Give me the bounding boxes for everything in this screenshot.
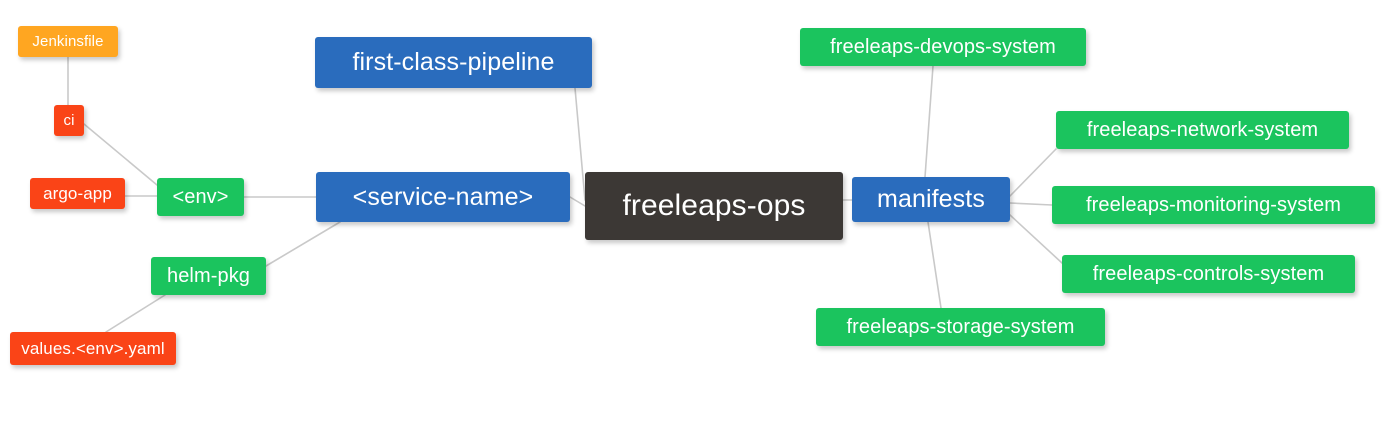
node-label-freeleaps-monitoring-system: freeleaps-monitoring-system	[1085, 194, 1341, 216]
edge-helm-pkg-to-values-env-yaml	[105, 294, 166, 333]
node-label-jenkinsfile: Jenkinsfile	[32, 33, 104, 50]
node-manifests[interactable]: manifests	[852, 177, 1010, 222]
edge-manifests-to-freeleaps-storage-system	[927, 221, 942, 309]
node-label-manifests: manifests	[877, 185, 985, 213]
node-label-freeleaps-network-system: freeleaps-network-system	[1086, 119, 1319, 141]
node-label-service-name: <service-name>	[352, 182, 534, 211]
node-env[interactable]: <env>	[157, 178, 244, 216]
node-label-ci: ci	[63, 112, 75, 129]
node-argo-app[interactable]: argo-app	[30, 178, 125, 209]
node-label-helm-pkg: helm-pkg	[166, 265, 251, 287]
edge-manifests-to-freeleaps-network-system	[1009, 148, 1057, 197]
node-jenkinsfile[interactable]: Jenkinsfile	[18, 26, 118, 57]
edge-freeleaps-ops-to-first-class-pipeline	[574, 87, 586, 201]
node-freeleaps-ops[interactable]: freeleaps-ops	[585, 172, 843, 240]
node-label-values-env-yaml: values.<env>.yaml	[21, 339, 165, 358]
node-label-first-class-pipeline: first-class-pipeline	[352, 48, 555, 76]
node-label-argo-app: argo-app	[43, 184, 112, 203]
edge-manifests-to-freeleaps-monitoring-system	[1009, 202, 1053, 206]
node-service-name[interactable]: <service-name>	[316, 172, 570, 222]
node-freeleaps-network-system[interactable]: freeleaps-network-system	[1056, 111, 1349, 149]
edge-manifests-to-freeleaps-devops-system	[924, 65, 934, 178]
node-freeleaps-devops-system[interactable]: freeleaps-devops-system	[800, 28, 1086, 66]
node-label-freeleaps-controls-system: freeleaps-controls-system	[1092, 263, 1325, 285]
node-label-freeleaps-ops: freeleaps-ops	[622, 189, 806, 222]
node-freeleaps-storage-system[interactable]: freeleaps-storage-system	[816, 308, 1105, 346]
node-first-class-pipeline[interactable]: first-class-pipeline	[315, 37, 592, 88]
edge-freeleaps-ops-to-service-name	[569, 196, 586, 207]
edge-service-name-to-helm-pkg	[265, 221, 341, 267]
node-freeleaps-controls-system[interactable]: freeleaps-controls-system	[1062, 255, 1355, 293]
node-helm-pkg[interactable]: helm-pkg	[151, 257, 266, 295]
node-label-freeleaps-devops-system: freeleaps-devops-system	[830, 36, 1056, 58]
node-label-env: <env>	[172, 186, 229, 208]
node-label-freeleaps-storage-system: freeleaps-storage-system	[846, 316, 1075, 338]
edge-env-to-ci	[83, 123, 158, 186]
node-ci[interactable]: ci	[54, 105, 84, 136]
node-freeleaps-monitoring-system[interactable]: freeleaps-monitoring-system	[1052, 186, 1375, 224]
node-values-env-yaml[interactable]: values.<env>.yaml	[10, 332, 176, 365]
